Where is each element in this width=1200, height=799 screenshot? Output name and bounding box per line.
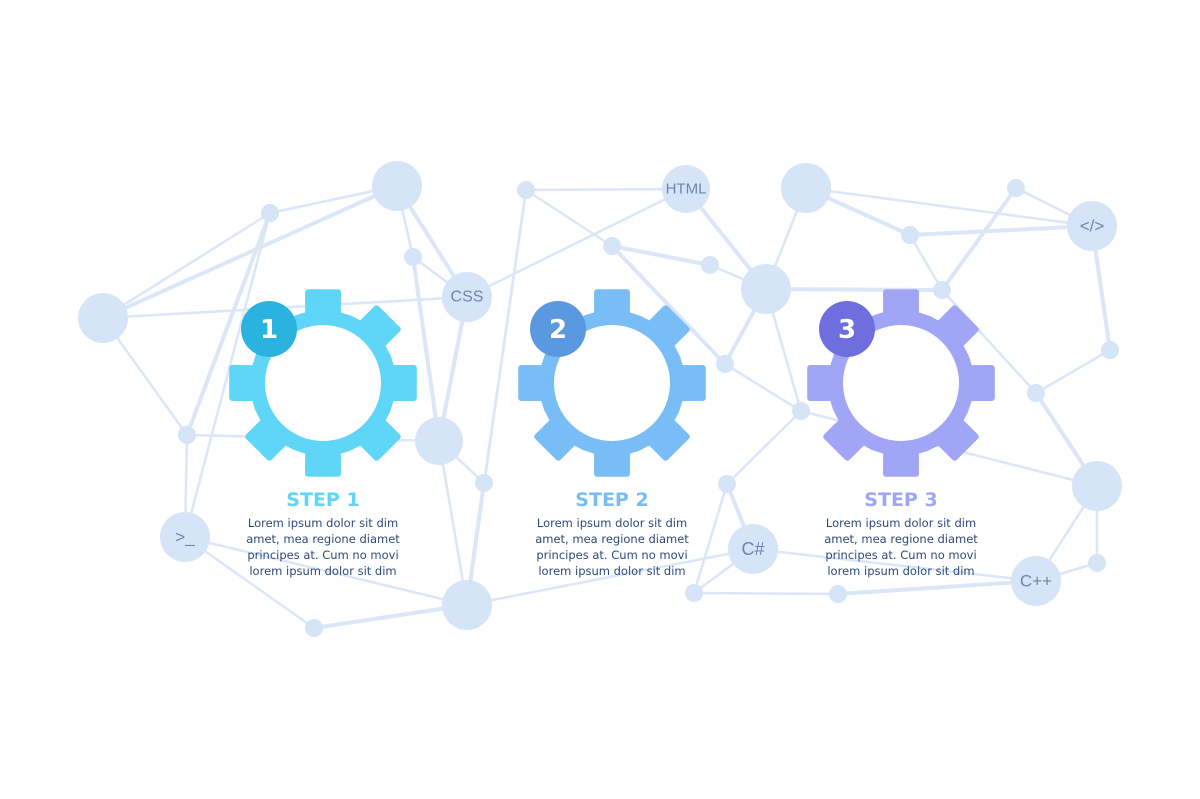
step-2: 2 STEP 2 Lorem ipsum dolor sit dim amet,… xyxy=(518,289,706,578)
step-badge: 3 xyxy=(819,301,875,357)
network-edge xyxy=(525,187,687,192)
network-edge xyxy=(437,440,469,606)
network-node xyxy=(603,237,621,255)
network-edge xyxy=(611,244,711,267)
tech-label-csharp: C# xyxy=(741,539,764,559)
network-edge xyxy=(411,256,441,442)
tech-node-html: HTML xyxy=(662,165,710,213)
step-title: STEP 2 xyxy=(575,489,648,511)
network-node xyxy=(178,426,196,444)
network-edge xyxy=(465,189,528,606)
step-body-line: Lorem ipsum dolor sit dim xyxy=(537,516,687,530)
step-title: STEP 1 xyxy=(286,489,359,511)
step-body-line: lorem ipsum dolor sit dim xyxy=(249,564,396,578)
tech-node-css: CSS xyxy=(442,272,492,322)
tech-label-terminal: >_ xyxy=(175,528,195,547)
tech-label-html: HTML xyxy=(666,181,707,198)
network-edge xyxy=(184,535,468,607)
network-edge xyxy=(908,234,944,291)
network-node xyxy=(718,475,736,493)
network-node xyxy=(933,281,951,299)
step-title: STEP 3 xyxy=(864,489,937,511)
network-edge xyxy=(837,579,1037,596)
step-body-line: amet, mea regione diamet xyxy=(824,532,978,546)
network-nodes xyxy=(78,161,1122,637)
step-3: 3 STEP 3 Lorem ipsum dolor sit dim amet,… xyxy=(807,289,995,578)
network-edge xyxy=(466,187,687,299)
network-edge xyxy=(726,410,802,485)
step-body-line: principes at. Cum no movi xyxy=(825,548,976,562)
network-edge xyxy=(752,547,1037,583)
step-1: 1 STEP 1 Lorem ipsum dolor sit dim amet,… xyxy=(229,289,417,578)
network-edge xyxy=(102,211,271,320)
network-node xyxy=(741,264,791,314)
network-node xyxy=(1072,461,1122,511)
network-node xyxy=(701,256,719,274)
network-node xyxy=(1007,179,1025,197)
tech-node-csharp: C# xyxy=(728,524,778,574)
network-node xyxy=(792,402,810,420)
network-node xyxy=(517,181,535,199)
step-body-line: amet, mea regione diamet xyxy=(246,532,400,546)
network-edge xyxy=(724,362,802,413)
step-body-line: principes at. Cum no movi xyxy=(536,548,687,562)
network-node xyxy=(685,584,703,602)
step-body-line: Lorem ipsum dolor sit dim xyxy=(826,516,976,530)
step-body-line: lorem ipsum dolor sit dim xyxy=(538,564,685,578)
network-edge xyxy=(940,186,1018,292)
network-node xyxy=(781,163,831,213)
network-node xyxy=(442,580,492,630)
network-node xyxy=(716,355,734,373)
network-edge xyxy=(909,224,1093,237)
step-body-line: lorem ipsum dolor sit dim xyxy=(827,564,974,578)
tech-node-cpp: C++ xyxy=(1011,556,1061,606)
network-node xyxy=(1101,341,1119,359)
network-node xyxy=(1027,384,1045,402)
network-node xyxy=(901,226,919,244)
network-node xyxy=(475,474,493,492)
network-edge xyxy=(693,591,839,596)
network-node xyxy=(404,248,422,266)
step-badge: 2 xyxy=(530,301,586,357)
network-edge xyxy=(525,188,613,248)
tech-node-code-tag: </> xyxy=(1067,201,1117,251)
network-edge xyxy=(185,212,272,436)
network-edge xyxy=(313,603,468,630)
tech-node-terminal: >_ xyxy=(160,512,210,562)
network-edge xyxy=(102,184,398,320)
network-node xyxy=(829,585,847,603)
network-edge xyxy=(183,212,272,538)
network-node xyxy=(372,161,422,211)
tech-label-cpp: C++ xyxy=(1020,572,1052,591)
step-number: 3 xyxy=(838,315,856,345)
network-node xyxy=(261,204,279,222)
network-node xyxy=(415,417,463,465)
network-node xyxy=(78,293,128,343)
network-edge xyxy=(692,483,729,594)
tech-label-css: CSS xyxy=(451,289,484,306)
gear-icon xyxy=(229,289,417,477)
tech-label-code-tag: </> xyxy=(1080,217,1105,236)
step-number: 2 xyxy=(549,315,567,345)
network-edge xyxy=(184,535,315,630)
step-body-line: amet, mea regione diamet xyxy=(535,532,689,546)
network-node xyxy=(305,619,323,637)
network-node xyxy=(1088,554,1106,572)
network-edge xyxy=(805,186,1093,228)
network-edge xyxy=(1035,348,1111,395)
step-number: 1 xyxy=(260,315,278,345)
network-edge xyxy=(610,244,727,366)
step-body-line: Lorem ipsum dolor sit dim xyxy=(248,516,398,530)
step-body-line: principes at. Cum no movi xyxy=(247,548,398,562)
step-badge: 1 xyxy=(241,301,297,357)
